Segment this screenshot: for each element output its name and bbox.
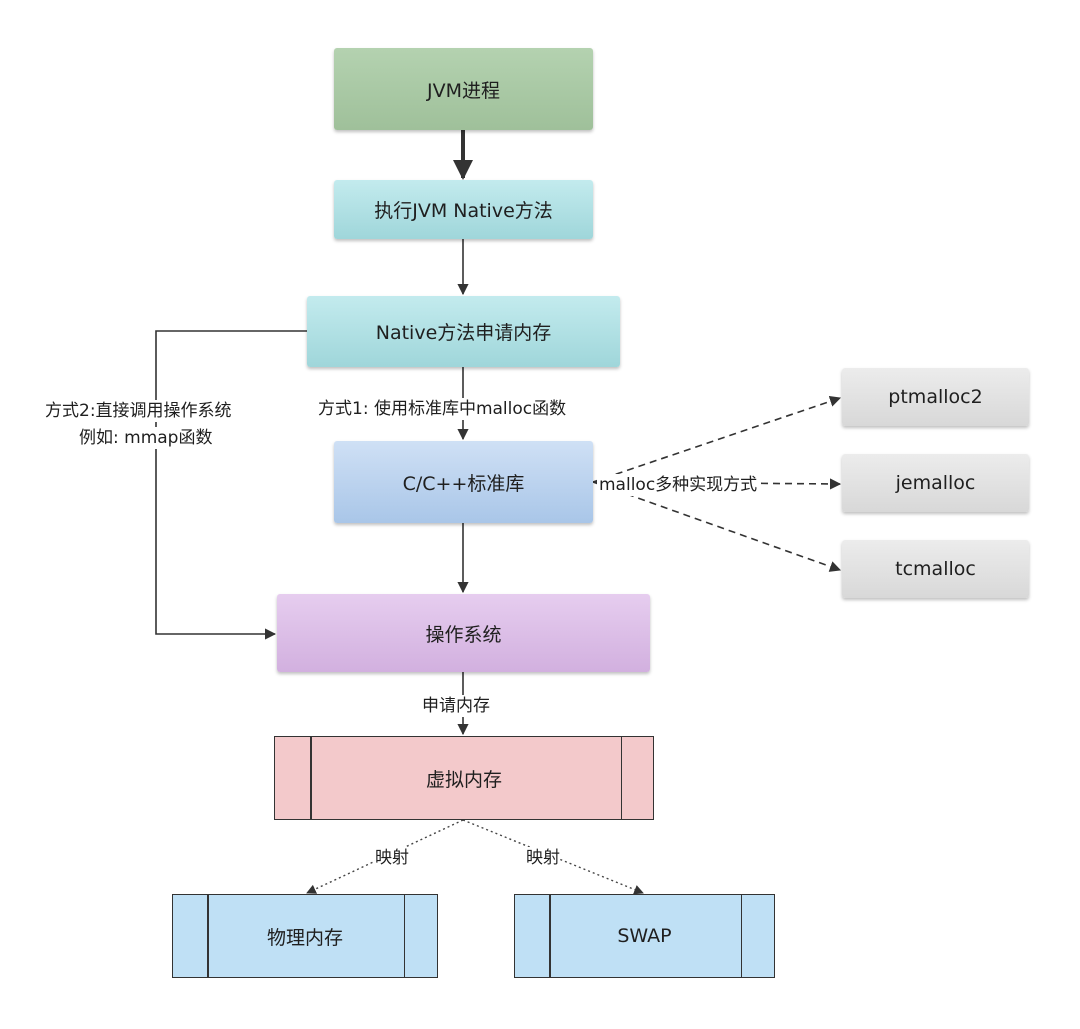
operating-system-node: 操作系统 xyxy=(277,594,650,672)
native-memory-request-label: Native方法申请内存 xyxy=(375,322,552,344)
ptmalloc2-node: ptmalloc2 xyxy=(842,368,1029,426)
ptmalloc2-label: ptmalloc2 xyxy=(888,386,983,408)
arrow-vmem-to-swap xyxy=(462,819,644,895)
jvm-process-node: JVM进程 xyxy=(334,48,593,130)
virtual-memory-label: 虚拟内存 xyxy=(425,768,502,791)
tcmalloc-node: tcmalloc xyxy=(842,540,1029,598)
request-memory-edge-label: 申请内存 xyxy=(422,695,490,717)
operating-system-label: 操作系统 xyxy=(425,623,502,646)
arrow-clib-to-ptmalloc2 xyxy=(592,395,842,483)
physical-memory-label: 物理内存 xyxy=(266,926,343,949)
physical-memory-node: 物理内存 xyxy=(172,894,438,978)
arrow-native-to-os-direct xyxy=(155,330,307,640)
arrow-clib-to-tcmalloc xyxy=(592,481,842,572)
c-stdlib-node: C/C++标准库 xyxy=(334,441,593,523)
jemalloc-label: jemalloc xyxy=(895,472,976,494)
jemalloc-node: jemalloc xyxy=(842,454,1029,512)
method2-edge-label-line1: 方式2:直接调用操作系统 xyxy=(45,400,232,422)
native-memory-request-node: Native方法申请内存 xyxy=(307,296,620,367)
method1-edge-label: 方式1: 使用标准库中malloc函数 xyxy=(318,398,567,420)
swap-node: SWAP xyxy=(514,894,775,978)
c-stdlib-label: C/C++标准库 xyxy=(402,472,525,495)
map-to-physical-edge-label: 映射 xyxy=(375,847,409,869)
exec-native-method-label: 执行JVM Native方法 xyxy=(374,200,553,222)
method2-edge-label-line2: 例如: mmap函数 xyxy=(79,427,213,449)
map-to-swap-edge-label: 映射 xyxy=(526,847,560,869)
virtual-memory-node: 虚拟内存 xyxy=(274,736,654,820)
jvm-process-label: JVM进程 xyxy=(427,79,500,102)
malloc-implementations-edge-label: malloc多种实现方式 xyxy=(597,474,760,496)
tcmalloc-label: tcmalloc xyxy=(895,558,976,580)
exec-native-method-node: 执行JVM Native方法 xyxy=(334,180,593,239)
swap-label: SWAP xyxy=(617,925,672,947)
